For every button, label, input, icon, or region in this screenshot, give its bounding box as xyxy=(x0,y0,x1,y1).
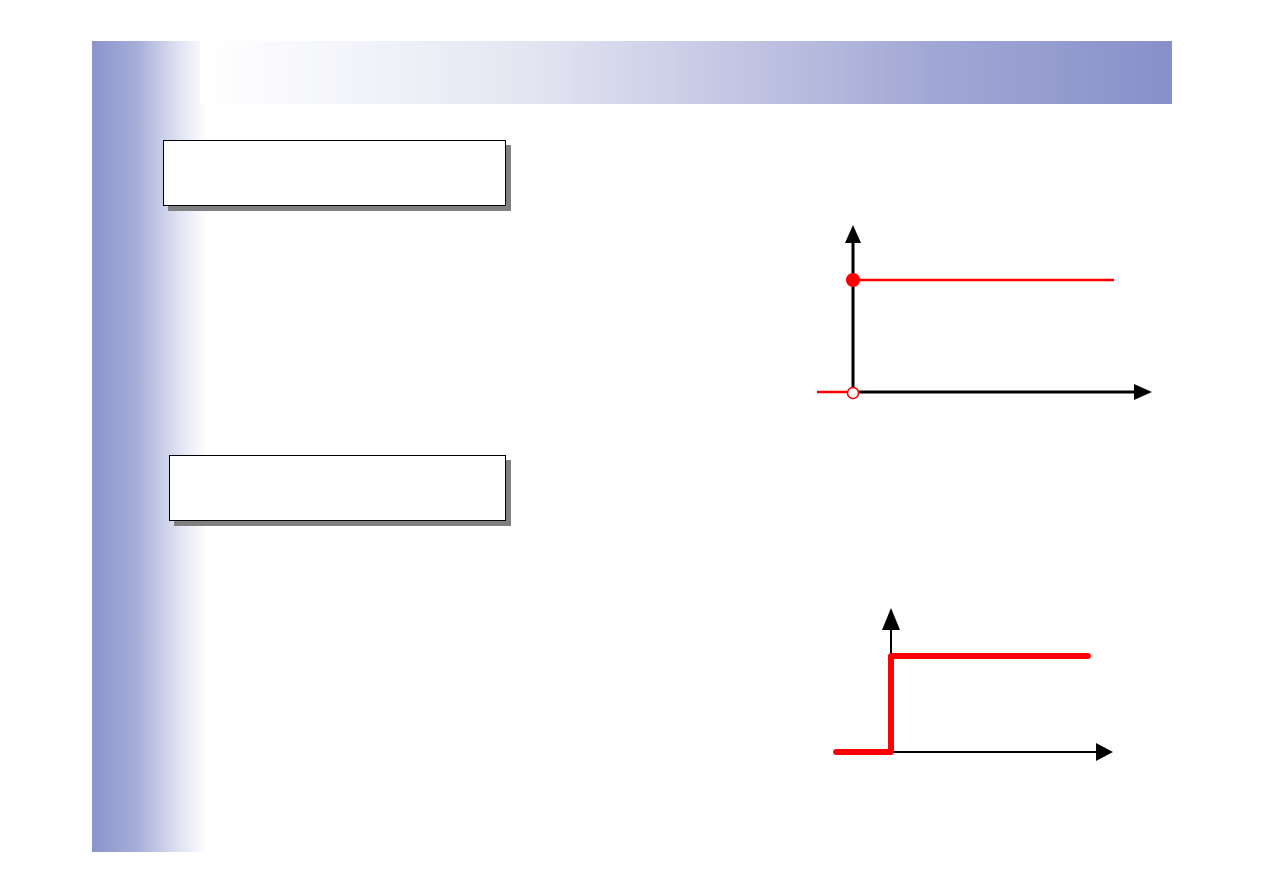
x-axis-arrow-icon xyxy=(1134,384,1152,400)
x-axis-arrow-icon xyxy=(1096,743,1113,761)
text-box-1 xyxy=(163,140,506,206)
title-gradient-band xyxy=(200,41,1172,104)
y-axis-arrow-icon xyxy=(882,608,900,630)
diagram-1 xyxy=(817,225,1152,400)
open-endpoint-circle xyxy=(846,386,860,400)
y-axis-arrow-icon xyxy=(845,225,861,243)
text-box-2 xyxy=(169,455,506,521)
step-line xyxy=(833,653,1091,755)
diagram-2 xyxy=(833,608,1113,761)
filled-endpoint-dot xyxy=(846,273,860,287)
